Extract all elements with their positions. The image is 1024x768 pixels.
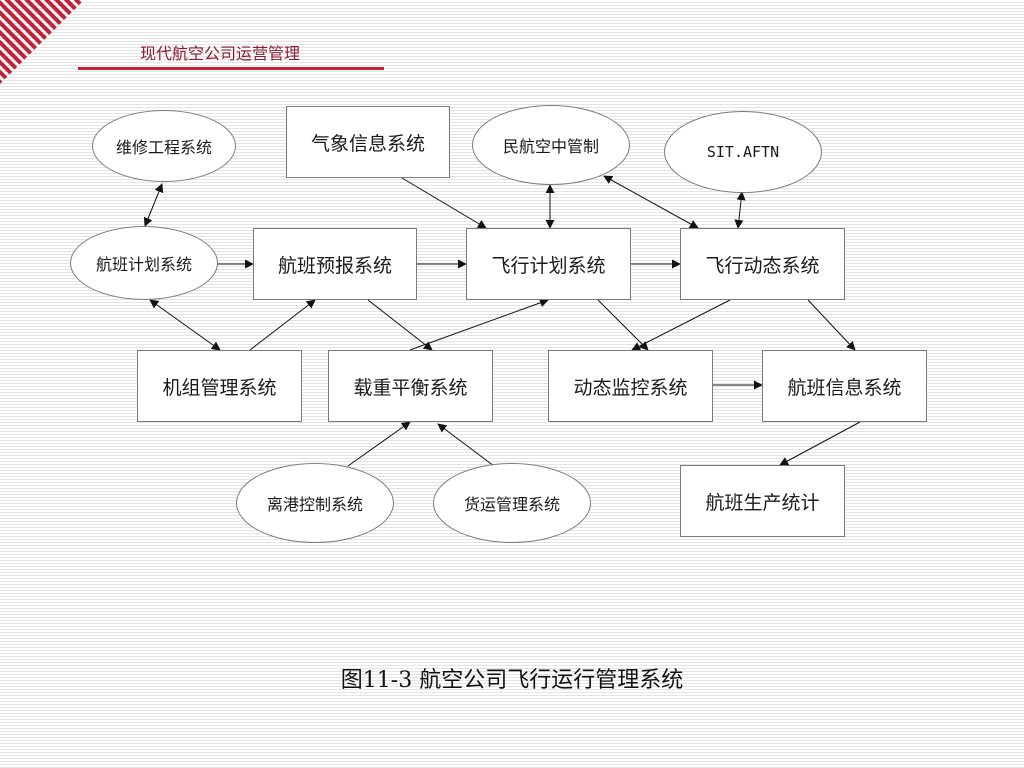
node-flight-info: 航班信息系统 <box>762 350 927 422</box>
node-flight-forecast: 航班预报系统 <box>253 228 417 300</box>
node-load-balance: 载重平衡系统 <box>328 350 493 422</box>
edge-cargo-load <box>437 423 495 467</box>
edge-weather-plan <box>401 177 487 229</box>
node-weather: 气象信息系统 <box>286 106 450 178</box>
edge-maintenance-schedule <box>143 183 164 227</box>
corner-decoration <box>0 0 84 84</box>
edge-forecast-load <box>367 299 433 351</box>
edge-dynamics-monitor <box>631 299 731 351</box>
node-flight-plan: 飞行计划系统 <box>466 228 631 300</box>
edge-info-stats <box>779 421 861 466</box>
node-sita-aftn: SIT.AFTN <box>664 111 822 193</box>
node-cargo-mgmt: 货运管理系统 <box>433 463 591 543</box>
edge-schedule-crew <box>149 299 221 351</box>
node-crew-mgmt: 机组管理系统 <box>137 350 302 422</box>
figure-caption: 图11-3 航空公司飞行运行管理系统 <box>340 668 684 693</box>
header-rule <box>78 67 384 70</box>
edge-load-plan <box>409 298 549 351</box>
edge-sita-dynamics <box>734 191 746 229</box>
node-departure-ctrl: 离港控制系统 <box>236 463 394 543</box>
node-flight-stats: 航班生产统计 <box>680 465 845 537</box>
header-title: 现代航空公司运营管理 <box>140 44 301 63</box>
edge-departure-load <box>347 421 411 467</box>
node-maintenance: 维修工程系统 <box>92 110 236 182</box>
edge-crew-forecast <box>249 299 316 351</box>
node-civil-atc: 民航空中管制 <box>472 105 630 185</box>
edge-atc-dynamics <box>603 175 699 229</box>
edge-dynamics-info <box>807 299 856 351</box>
node-dynamic-monitor: 动态监控系统 <box>548 350 713 422</box>
edge-plan-monitor <box>597 299 649 351</box>
node-flight-schedule: 航班计划系统 <box>70 226 218 300</box>
node-flight-dynamics: 飞行动态系统 <box>680 228 845 300</box>
